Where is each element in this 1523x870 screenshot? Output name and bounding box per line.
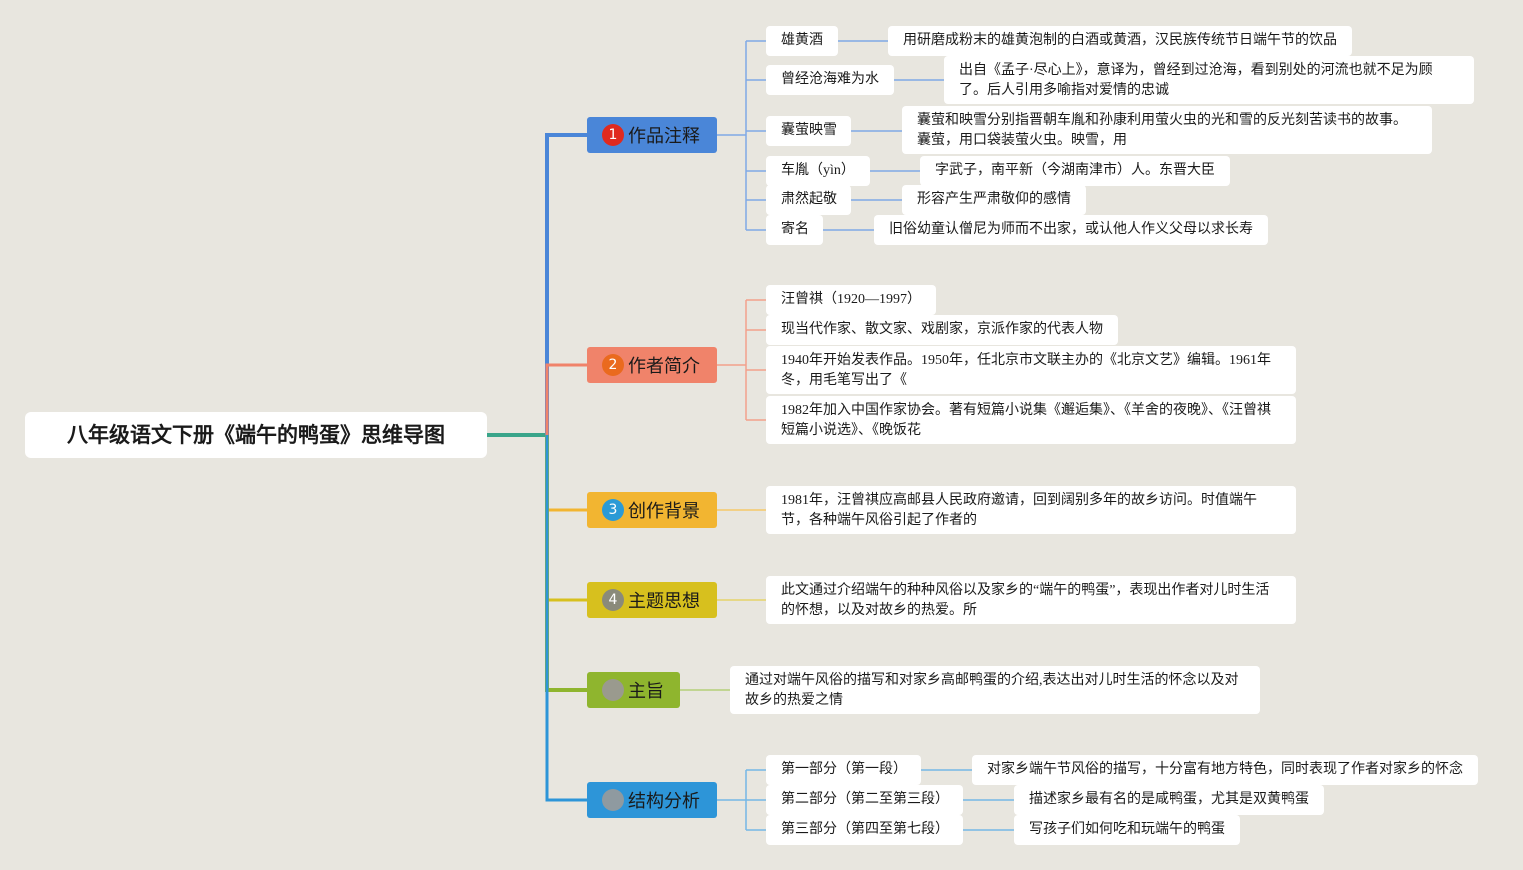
branch-author[interactable]: 2 作者简介 (587, 347, 717, 383)
connector-branch-2 (545, 363, 587, 435)
number-badge-6: 6 (602, 789, 624, 811)
branch-label: 作品注释 (628, 126, 700, 147)
connector-branch-3 (545, 435, 587, 512)
branch-label: 作者简介 (628, 356, 700, 377)
branch-theme[interactable]: 4 主题思想 (587, 582, 717, 618)
term-node[interactable]: 第三部分（第四至第七段） (766, 815, 963, 845)
connector-branch-1-children (717, 40, 944, 231)
branch-structure[interactable]: 6 结构分析 (587, 782, 717, 818)
note-node[interactable]: 形容产生严肃敬仰的感情 (902, 185, 1086, 215)
note-node[interactable]: 对家乡端午节风俗的描写，十分富有地方特色，同时表现了作者对家乡的怀念 (972, 755, 1478, 785)
note-node[interactable]: 旧俗幼童认僧尼为师而不出家，或认他人作义父母以求长寿 (874, 215, 1268, 245)
note-node[interactable]: 用研磨成粉末的雄黄泡制的白酒或黄酒，汉民族传统节日端午节的饮品 (888, 26, 1352, 56)
term-node[interactable]: 第二部分（第二至第三段） (766, 785, 963, 815)
branch-background[interactable]: 3 创作背景 (587, 492, 717, 528)
connector-branch-6-children (717, 769, 1014, 831)
info-node[interactable]: 现当代作家、散文家、戏剧家，京派作家的代表人物 (766, 315, 1118, 345)
connector-branch-1 (545, 133, 587, 435)
term-node[interactable]: 囊萤映雪 (766, 116, 851, 146)
info-node[interactable]: 1982年加入中国作家协会。著有短篇小说集《邂逅集》、《羊舍的夜晚》、《汪曾祺短… (766, 396, 1296, 444)
number-badge-4: 4 (602, 589, 624, 611)
number-badge-5: 5 (602, 679, 624, 701)
info-node[interactable]: 汪曾祺（1920—1997） (766, 285, 936, 315)
term-node[interactable]: 车胤（yìn） (766, 156, 870, 186)
term-node[interactable]: 第一部分（第一段） (766, 755, 921, 785)
term-node[interactable]: 肃然起敬 (766, 185, 851, 215)
term-node[interactable]: 雄黄酒 (766, 26, 838, 56)
connector-branch-5 (545, 435, 587, 692)
term-node[interactable]: 寄名 (766, 215, 823, 245)
info-node[interactable]: 通过对端午风俗的描写和对家乡高邮鸭蛋的介绍,表达出对儿时生活的怀念以及对故乡的热… (730, 666, 1260, 714)
number-badge-1: 1 (602, 124, 624, 146)
branch-label: 结构分析 (628, 791, 700, 812)
info-node[interactable]: 1981年，汪曾祺应高邮县人民政府邀请，回到阔别多年的故乡访问。时值端午节，各种… (766, 486, 1296, 534)
branch-label: 主旨 (628, 681, 664, 702)
note-node[interactable]: 字武子，南平新（今湖南津市）人。东晋大臣 (920, 156, 1230, 186)
root-topic[interactable]: 八年级语文下册《端午的鸭蛋》思维导图 (25, 412, 487, 458)
note-node[interactable]: 描述家乡最有名的是咸鸭蛋，尤其是双黄鸭蛋 (1014, 785, 1324, 815)
connector-branch-6 (545, 435, 587, 802)
info-node[interactable]: 此文通过介绍端午的种种风俗以及家乡的“端午的鸭蛋”，表现出作者对儿时生活的怀想，… (766, 576, 1296, 624)
branch-notes[interactable]: 1 作品注释 (587, 117, 717, 153)
number-badge-2: 2 (602, 354, 624, 376)
branch-label: 主题思想 (628, 591, 700, 612)
connector-branch-4 (545, 435, 587, 602)
term-node[interactable]: 曾经沧海难为水 (766, 65, 894, 95)
connector-branch-2-children (717, 299, 766, 421)
branch-label: 创作背景 (628, 501, 700, 522)
note-node[interactable]: 囊萤和映雪分别指晋朝车胤和孙康利用萤火虫的光和雪的反光刻苦读书的故事。囊萤，用口… (902, 106, 1432, 154)
note-node[interactable]: 出自《孟子·尽心上》，意译为，曾经到过沧海，看到别处的河流也就不足为顾了。后人引… (944, 56, 1474, 104)
number-badge-3: 3 (602, 499, 624, 521)
note-node[interactable]: 写孩子们如何吃和玩端午的鸭蛋 (1014, 815, 1240, 845)
branch-gist[interactable]: 5 主旨 (587, 672, 680, 708)
info-node[interactable]: 1940年开始发表作品。1950年，任北京市文联主办的《北京文艺》编辑。1961… (766, 346, 1296, 394)
